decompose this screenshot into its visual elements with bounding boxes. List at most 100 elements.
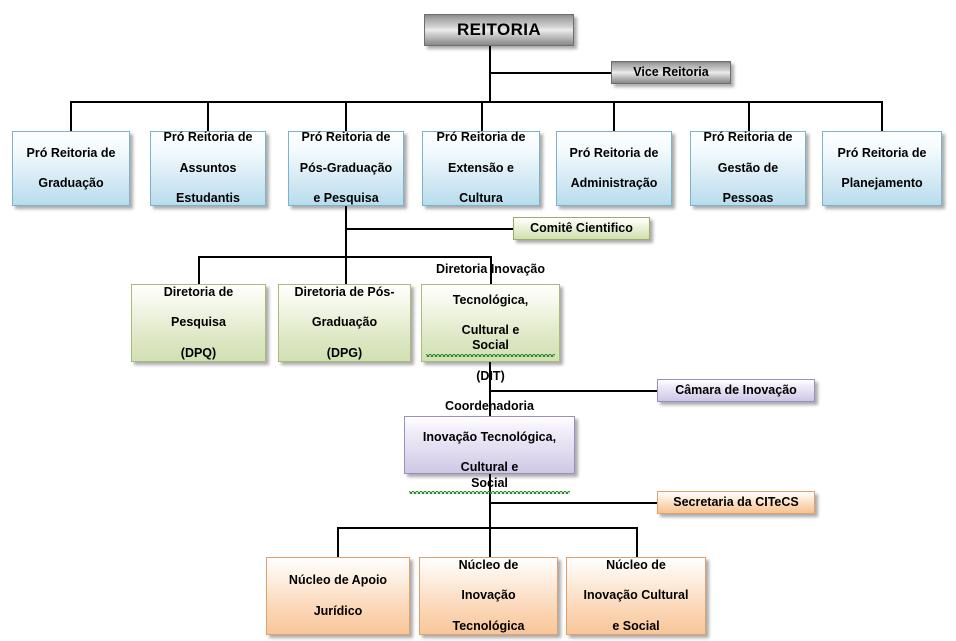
line-3: e Social xyxy=(612,618,660,633)
node-label-stack: Diretoria Inovação Tecnológica, Cultural… xyxy=(426,262,555,384)
node-pro-reitoria-planejamento[interactable]: Pró Reitoria de Planejamento xyxy=(822,131,942,206)
node-label-stack: Pró Reitoria de Planejamento xyxy=(827,146,937,192)
connector-to-secretaria xyxy=(489,502,657,504)
node-label-stack: Diretoria de Pós- Graduação (DPG) xyxy=(283,285,406,361)
line-1: Pró Reitoria de xyxy=(163,130,253,145)
node-pro-reitoria-pos-graduacao-pesquisa[interactable]: Pró Reitoria de Pós-Graduação e Pesquisa xyxy=(288,130,404,206)
line-2: Gestão de xyxy=(717,160,779,175)
node-pro-reitoria-administracao[interactable]: Pró Reitoria de Administração xyxy=(556,131,672,206)
connector-to-comite xyxy=(345,228,513,230)
connector-drop-proreitoria-3 xyxy=(345,101,347,131)
connector-drop-nucleo-3 xyxy=(636,527,638,557)
node-pro-reitoria-gestao-pessoas[interactable]: Pró Reitoria de Gestão de Pessoas xyxy=(690,130,806,206)
node-label-stack: Pró Reitoria de Gestão de Pessoas xyxy=(695,130,801,206)
line-3: (DPQ) xyxy=(180,345,217,360)
node-label-stack: Diretoria de Pesquisa (DPQ) xyxy=(136,285,261,361)
node-secretaria-citecs-label: Secretaria da CITeCS xyxy=(673,494,799,509)
node-label-stack: Coordenadoria Inovação Tecnológica, Cult… xyxy=(409,399,570,495)
line-2: Jurídico xyxy=(313,603,363,618)
line-4: (DIT) xyxy=(476,368,505,383)
node-comite-cientifico-label: Comitê Cientifico xyxy=(530,220,633,235)
line-2: Planejamento xyxy=(841,176,923,191)
node-nucleo-inovacao-tecnologica[interactable]: Núcleo de Inovação Tecnológica xyxy=(419,557,558,635)
connector-nucleo-bus xyxy=(337,527,636,529)
line-3: (DPG) xyxy=(326,345,363,360)
node-label-stack: Pró Reitoria de Assuntos Estudantis xyxy=(155,130,261,206)
connector-root-to-vice xyxy=(489,72,611,74)
connector-proreitoria-bus xyxy=(70,101,882,103)
connector-drop-diretoria-1 xyxy=(198,256,200,284)
connector-drop-proreitoria-5 xyxy=(613,101,615,131)
line-2: Graduação xyxy=(311,315,378,330)
line-1: Coordenadoria xyxy=(445,399,534,414)
connector-drop-nucleo-2 xyxy=(489,527,491,557)
line-3-misspelled-word: Social xyxy=(426,338,555,357)
connector-drop-nucleo-1 xyxy=(337,527,339,557)
node-reitoria[interactable]: REITORIA xyxy=(424,14,574,46)
line-1: Diretoria de Pós- xyxy=(294,284,395,299)
node-label-stack: Pró Reitoria de Graduação xyxy=(17,146,125,192)
line-1: Núcleo de xyxy=(458,557,519,572)
line-2: Extensão e xyxy=(447,160,514,175)
connector-to-camara xyxy=(489,390,657,392)
connector-root-stem xyxy=(489,46,491,102)
node-nucleo-inovacao-cultural-social[interactable]: Núcleo de Inovação Cultural e Social xyxy=(566,557,706,635)
line-3: Cultural e xyxy=(460,460,519,475)
line-1: Núcleo de Apoio xyxy=(288,573,388,588)
node-secretaria-citecs[interactable]: Secretaria da CITeCS xyxy=(657,491,815,514)
line-2: Inovação Tecnológica, xyxy=(422,429,557,444)
node-label-stack: Pró Reitoria de Administração xyxy=(561,146,667,192)
line-3: Pessoas xyxy=(722,191,774,206)
connector-drop-proreitoria-4 xyxy=(481,101,483,131)
node-diretoria-pesquisa[interactable]: Diretoria de Pesquisa (DPQ) xyxy=(131,284,266,362)
node-reitoria-label: REITORIA xyxy=(456,19,542,39)
line-1: Pró Reitoria de xyxy=(26,145,116,160)
connector-posgrad-stem xyxy=(345,205,347,257)
line-3: Cultura xyxy=(459,191,503,206)
line-2: Inovação Cultural xyxy=(583,588,689,603)
connector-drop-diretoria-2 xyxy=(345,256,347,284)
node-pro-reitoria-assuntos-estudantis[interactable]: Pró Reitoria de Assuntos Estudantis xyxy=(150,130,266,206)
connector-drop-proreitoria-2 xyxy=(207,101,209,131)
node-label-stack: Núcleo de Apoio Jurídico xyxy=(271,573,405,619)
node-nucleo-apoio-juridico[interactable]: Núcleo de Apoio Jurídico xyxy=(266,557,410,635)
node-vice-reitoria[interactable]: Vice Reitoria xyxy=(611,61,731,84)
line-1: Pró Reitoria de xyxy=(436,130,526,145)
node-label-stack: Núcleo de Inovação Tecnológica xyxy=(424,558,553,634)
connector-drop-proreitoria-1 xyxy=(70,101,72,131)
node-camara-inovacao-label: Câmara de Inovação xyxy=(675,382,797,397)
line-2: Tecnológica, xyxy=(452,292,529,307)
node-label-stack: Núcleo de Inovação Cultural e Social xyxy=(571,558,701,634)
node-comite-cientifico[interactable]: Comitê Cientifico xyxy=(513,217,650,240)
line-1: Diretoria de xyxy=(163,284,234,299)
line-1: Pró Reitoria de xyxy=(703,130,793,145)
node-pro-reitoria-graduacao[interactable]: Pró Reitoria de Graduação xyxy=(12,131,130,206)
line-2: Assuntos xyxy=(179,160,237,175)
connector-dit-stem xyxy=(489,362,491,416)
line-1: Pró Reitoria de xyxy=(837,145,927,160)
line-3: Cultural e xyxy=(461,323,520,337)
connector-diretoria-bus xyxy=(198,256,490,258)
connector-drop-proreitoria-6 xyxy=(748,101,750,131)
node-camara-inovacao[interactable]: Câmara de Inovação xyxy=(657,379,815,402)
line-1: Pró Reitoria de xyxy=(569,145,659,160)
line-2: Administração xyxy=(570,176,658,191)
line-3: Estudantis xyxy=(176,191,240,206)
node-diretoria-pos-graduacao[interactable]: Diretoria de Pós- Graduação (DPG) xyxy=(278,284,411,362)
line-2: Graduação xyxy=(38,176,104,191)
node-pro-reitoria-extensao-cultura[interactable]: Pró Reitoria de Extensão e Cultura xyxy=(422,130,540,206)
line-3-misspelled-word: Social xyxy=(409,476,570,495)
connector-drop-diretoria-3 xyxy=(490,256,492,284)
line-1: Diretoria Inovação xyxy=(435,262,546,276)
node-vice-reitoria-label: Vice Reitoria xyxy=(633,64,709,79)
node-diretoria-inovacao-tecnologica[interactable]: Diretoria Inovação Tecnológica, Cultural… xyxy=(421,262,560,383)
node-label-stack: Pró Reitoria de Pós-Graduação e Pesquisa xyxy=(293,130,399,206)
line-2: Pesquisa xyxy=(171,315,226,330)
node-coordenadoria-inovacao[interactable]: Coordenadoria Inovação Tecnológica, Cult… xyxy=(404,399,575,495)
connector-coordenadoria-stem xyxy=(489,474,491,528)
line-1: Núcleo de xyxy=(606,557,666,572)
connector-drop-proreitoria-7 xyxy=(881,101,883,131)
line-2: Inovação xyxy=(461,588,516,603)
node-label-stack: Pró Reitoria de Extensão e Cultura xyxy=(427,130,535,206)
